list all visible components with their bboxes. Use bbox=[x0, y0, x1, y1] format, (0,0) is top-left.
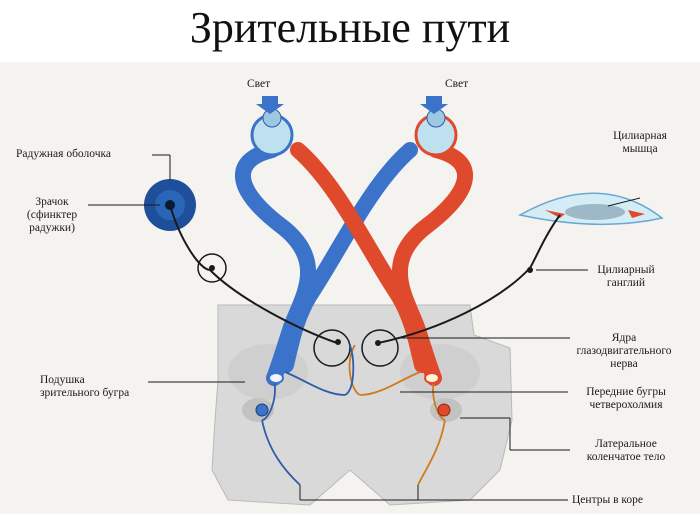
lgn-dot-left bbox=[255, 403, 269, 417]
pulvinar-line-1: Подушка bbox=[40, 374, 85, 386]
pupil-label-line-2: (сфинктер bbox=[26, 209, 78, 221]
lgn-line-1: Латеральное bbox=[595, 438, 657, 450]
ciliary-muscle-line-2: мышца bbox=[622, 143, 658, 155]
blue-fibers bbox=[261, 344, 355, 486]
light-label-left: Свет bbox=[247, 78, 271, 90]
page-title: Зрительные пути bbox=[189, 3, 511, 52]
pupil-label-line-3: радужки) bbox=[29, 222, 75, 234]
pathway-end-left bbox=[268, 372, 284, 384]
cortex-label: Центры в коре bbox=[572, 494, 643, 506]
pupil-label: Зрачок (сфинктер радужки) bbox=[16, 196, 88, 235]
lgn-dot-right bbox=[437, 403, 451, 417]
nucleus-dot-left bbox=[335, 339, 341, 345]
blue-crossing-pathway bbox=[278, 142, 418, 373]
light-arrow-right bbox=[420, 96, 448, 114]
pulvinar-line-2: зрительного бугра bbox=[40, 387, 130, 399]
orange-fibers bbox=[348, 344, 446, 486]
oculomotor-line-1: Ядра bbox=[611, 332, 637, 344]
oculomotor-nucleus-right bbox=[361, 329, 399, 367]
lgn-label: Латеральное коленчатое тело bbox=[566, 438, 686, 464]
lgn-line-2: коленчатое тело bbox=[586, 451, 666, 463]
superior-colliculi-label: Передние бугры четверохолмия bbox=[566, 386, 686, 412]
superior-colliculi-line-2: четверохолмия bbox=[589, 399, 663, 411]
ciliary-ganglion-line-2: ганглий bbox=[606, 277, 646, 289]
pathway-end-right bbox=[424, 372, 440, 384]
oculomotor-line-3: нерва bbox=[610, 358, 638, 370]
pupil-reflex-nerve bbox=[169, 204, 338, 344]
ciliary-muscle-label: Цилиарная мышца bbox=[590, 130, 690, 156]
ciliary-muscle-shape bbox=[565, 204, 625, 220]
oculomotor-line-2: глазодвигательного bbox=[576, 345, 672, 357]
ciliary-ganglion-left bbox=[197, 253, 227, 283]
nucleus-dot-right bbox=[375, 340, 381, 346]
iris-label: Радужная оболочка bbox=[16, 148, 112, 160]
red-crossing-pathway bbox=[290, 142, 430, 373]
oculomotor-label: Ядра глазодвигательного нерва bbox=[560, 332, 688, 371]
ciliary-muscle-orange bbox=[545, 210, 645, 218]
ciliary-ganglion-line-1: Цилиарный bbox=[597, 264, 655, 276]
ganglion-cell-left bbox=[209, 265, 215, 271]
pulvinar-label: Подушка зрительного бугра bbox=[40, 374, 129, 400]
light-label-right: Свет bbox=[445, 78, 469, 90]
pupil-label-line-1: Зрачок bbox=[35, 196, 69, 208]
ciliary-nerve-right bbox=[377, 214, 561, 344]
light-arrow-left bbox=[256, 96, 284, 114]
ciliary-muscle-line-1: Цилиарная bbox=[613, 130, 667, 142]
ciliary-ganglion-label: Цилиарный ганглий bbox=[586, 264, 666, 290]
leader-lines bbox=[88, 154, 641, 501]
ganglion-cell-right bbox=[527, 267, 533, 273]
superior-colliculi-line-1: Передние бугры bbox=[586, 386, 666, 398]
